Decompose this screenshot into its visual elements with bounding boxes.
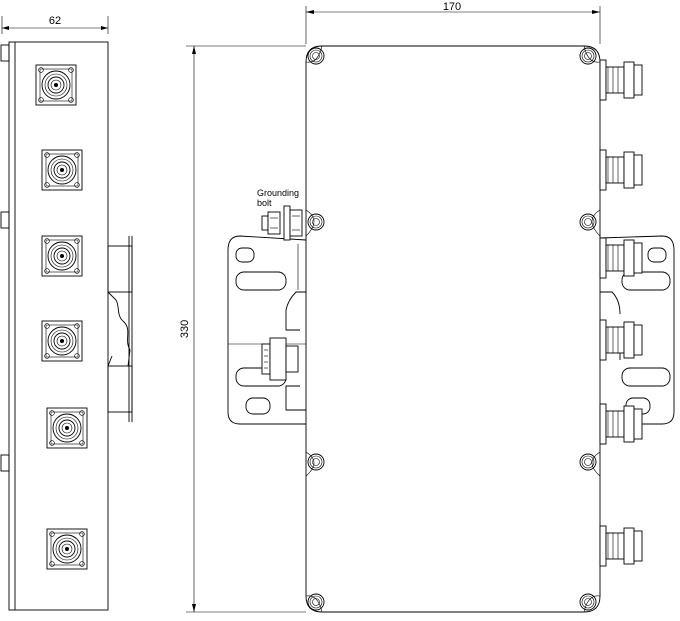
screw (579, 47, 597, 65)
side-connector (41, 149, 83, 191)
screw (307, 47, 325, 65)
side-connector (46, 528, 88, 570)
grounding-bolt-label-line2: bolt (257, 198, 272, 208)
screw (579, 593, 597, 611)
front-body (305, 45, 601, 613)
side-connector-profile (599, 59, 643, 101)
dimension-front-width: 170 (305, 1, 601, 44)
side-view: 62 (0, 15, 133, 611)
screw (579, 213, 597, 231)
side-connector-profile (599, 403, 643, 445)
dimension-side-width: 62 (1, 15, 109, 34)
dimension-front-width-label: 170 (443, 1, 461, 13)
side-connector (35, 64, 77, 106)
side-body (8, 41, 109, 611)
side-connector-profile (599, 525, 643, 567)
screw (307, 453, 325, 471)
side-connector (46, 407, 88, 449)
screw (579, 453, 597, 471)
screw (307, 593, 325, 611)
front-left-bracket (227, 235, 307, 425)
side-mounting-tabs (0, 44, 10, 472)
grounding-bolt: Grounding bolt (257, 188, 303, 241)
dimension-height: 330 (179, 45, 306, 613)
front-view: 170 (227, 1, 675, 613)
left-bracket-connector (261, 337, 299, 381)
side-connector-profile (599, 319, 643, 361)
side-connector-profile (599, 149, 643, 191)
side-connector-profile (599, 237, 643, 279)
side-bracket (107, 236, 133, 422)
side-connector (41, 235, 83, 277)
dimension-side-width-label: 62 (49, 15, 61, 27)
grounding-bolt-label-line1: Grounding (257, 188, 299, 198)
side-connector (41, 320, 83, 362)
screw (307, 213, 325, 231)
dimension-height-label: 330 (179, 320, 191, 338)
